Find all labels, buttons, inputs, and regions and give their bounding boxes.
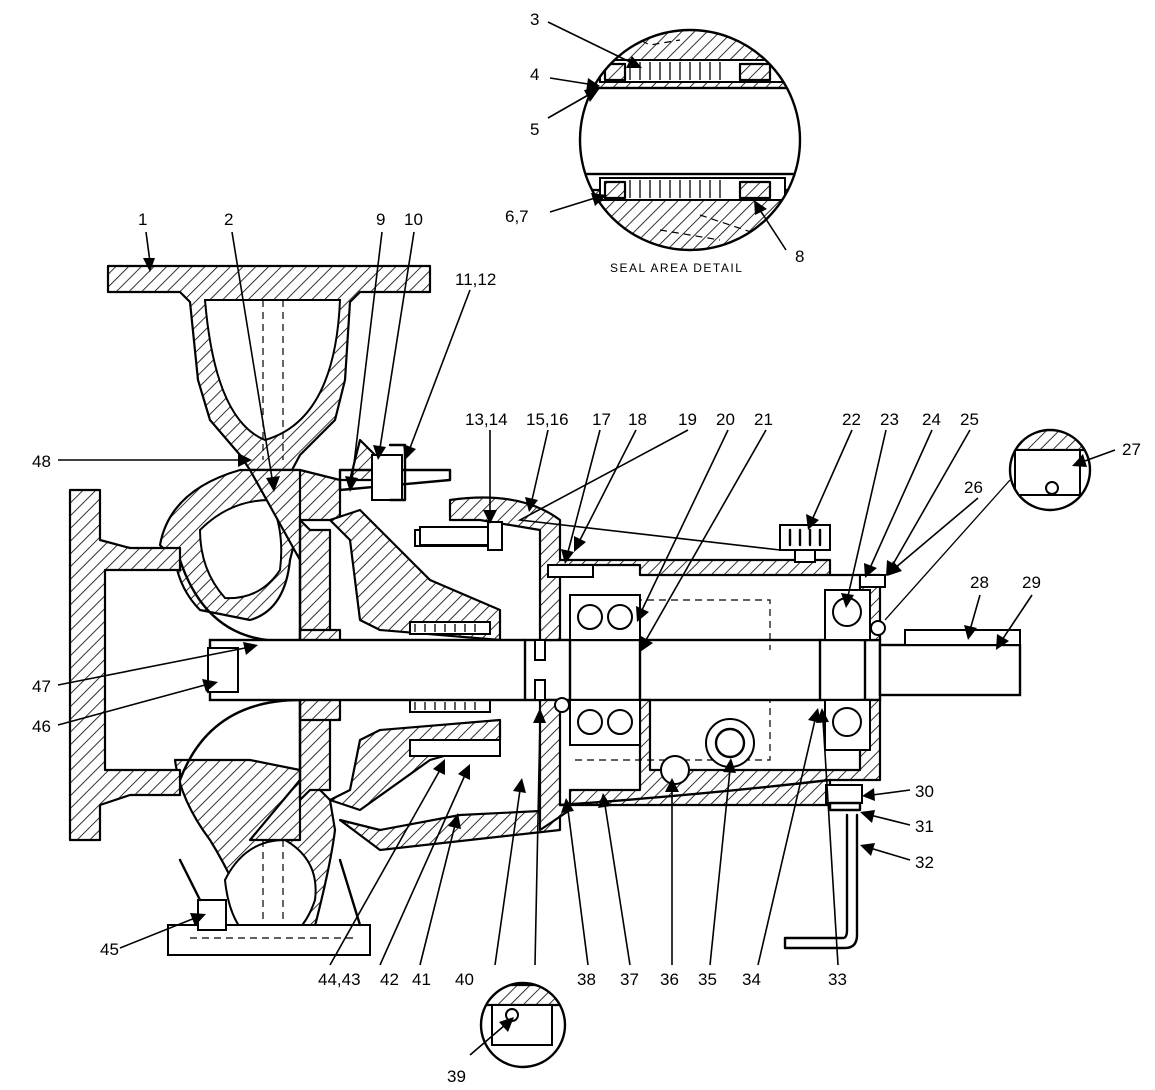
callout-20: 20 — [716, 410, 735, 429]
callout-19: 19 — [678, 410, 697, 429]
callout-17: 17 — [592, 410, 611, 429]
callout-24: 24 — [922, 410, 941, 429]
callout-1: 1 — [138, 210, 147, 229]
oil-breather — [779, 524, 831, 551]
callout-21: 21 — [754, 410, 773, 429]
callout-46: 46 — [32, 717, 51, 736]
callout-44-43: 44,43 — [318, 970, 361, 989]
callout-22: 22 — [842, 410, 861, 429]
callout-34: 34 — [742, 970, 761, 989]
callout-42: 42 — [380, 970, 399, 989]
callout-labels: 1 2 3 4 5 6,7 8 9 10 11,12 13,14 15,16 1… — [32, 10, 1141, 1086]
callout-2: 2 — [224, 210, 233, 229]
detail-39 — [479, 981, 567, 1069]
callout-23: 23 — [880, 410, 899, 429]
detail-27 — [884, 428, 1092, 621]
callout-39: 39 — [447, 1067, 466, 1086]
callout-11-12: 11,12 — [455, 270, 496, 289]
bearing-frame — [419, 496, 886, 832]
callout-41: 41 — [412, 970, 431, 989]
seal-area-detail-caption: SEAL AREA DETAIL — [610, 261, 743, 275]
callout-5: 5 — [530, 120, 539, 139]
callout-38: 38 — [577, 970, 596, 989]
callout-18: 18 — [628, 410, 647, 429]
suction-flange — [68, 488, 182, 842]
callout-37: 37 — [620, 970, 639, 989]
callout-25: 25 — [960, 410, 979, 429]
shaft-key — [904, 629, 1021, 646]
leader-lines — [57, 21, 1116, 1056]
shaft-coupling-end — [878, 643, 1022, 697]
callout-4: 4 — [530, 65, 539, 84]
seal-area-detail: SEAL AREA DETAIL — [578, 28, 802, 275]
callout-35: 35 — [698, 970, 717, 989]
callout-30: 30 — [915, 782, 934, 801]
callout-6-7: 6,7 — [505, 207, 529, 226]
callout-47: 47 — [32, 677, 51, 696]
callout-27: 27 — [1122, 440, 1141, 459]
callout-32: 32 — [915, 853, 934, 872]
callout-8: 8 — [795, 247, 804, 266]
frame-support-foot — [783, 784, 863, 950]
callout-15-16: 15,16 — [526, 410, 569, 429]
oil-drain-plug — [660, 755, 690, 785]
callout-36: 36 — [660, 970, 679, 989]
callout-31: 31 — [915, 817, 934, 836]
callout-28: 28 — [970, 573, 989, 592]
callout-48: 48 — [32, 452, 51, 471]
callout-9: 9 — [376, 210, 385, 229]
casing-foot — [167, 924, 371, 956]
callout-10: 10 — [404, 210, 423, 229]
casing-bolt — [371, 454, 403, 501]
callout-40: 40 — [455, 970, 474, 989]
callout-29: 29 — [1022, 573, 1041, 592]
callout-45: 45 — [100, 940, 119, 959]
callout-33: 33 — [828, 970, 847, 989]
callout-3: 3 — [530, 10, 539, 29]
callout-26: 26 — [964, 478, 983, 497]
callout-13-14: 13,14 — [465, 410, 508, 429]
